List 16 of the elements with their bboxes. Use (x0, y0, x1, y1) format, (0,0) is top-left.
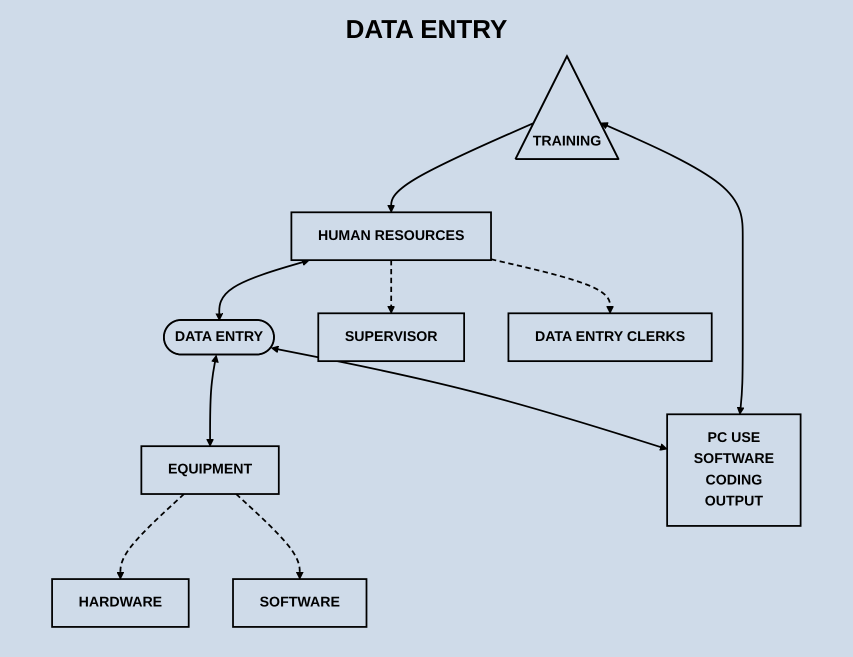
node-box: PC USE SOFTWARE CODING OUTPUT (666, 413, 802, 527)
arrow (387, 260, 396, 314)
arrow (271, 346, 668, 451)
arrow (236, 493, 304, 580)
node-box: SOFTWARE (232, 578, 368, 628)
node-box: HARDWARE (51, 578, 190, 628)
arrow (600, 122, 745, 415)
arrow (116, 493, 185, 580)
node-box: DATA ENTRY CLERKS (508, 312, 713, 362)
node-box: SUPERVISOR (318, 312, 466, 362)
node-box: HUMAN RESOURCES (290, 211, 492, 262)
arrow (387, 122, 535, 213)
arrow (490, 258, 614, 314)
arrow (206, 354, 219, 447)
node-box: EQUIPMENT (140, 445, 280, 495)
diagram-title: DATA ENTRY (346, 14, 508, 45)
